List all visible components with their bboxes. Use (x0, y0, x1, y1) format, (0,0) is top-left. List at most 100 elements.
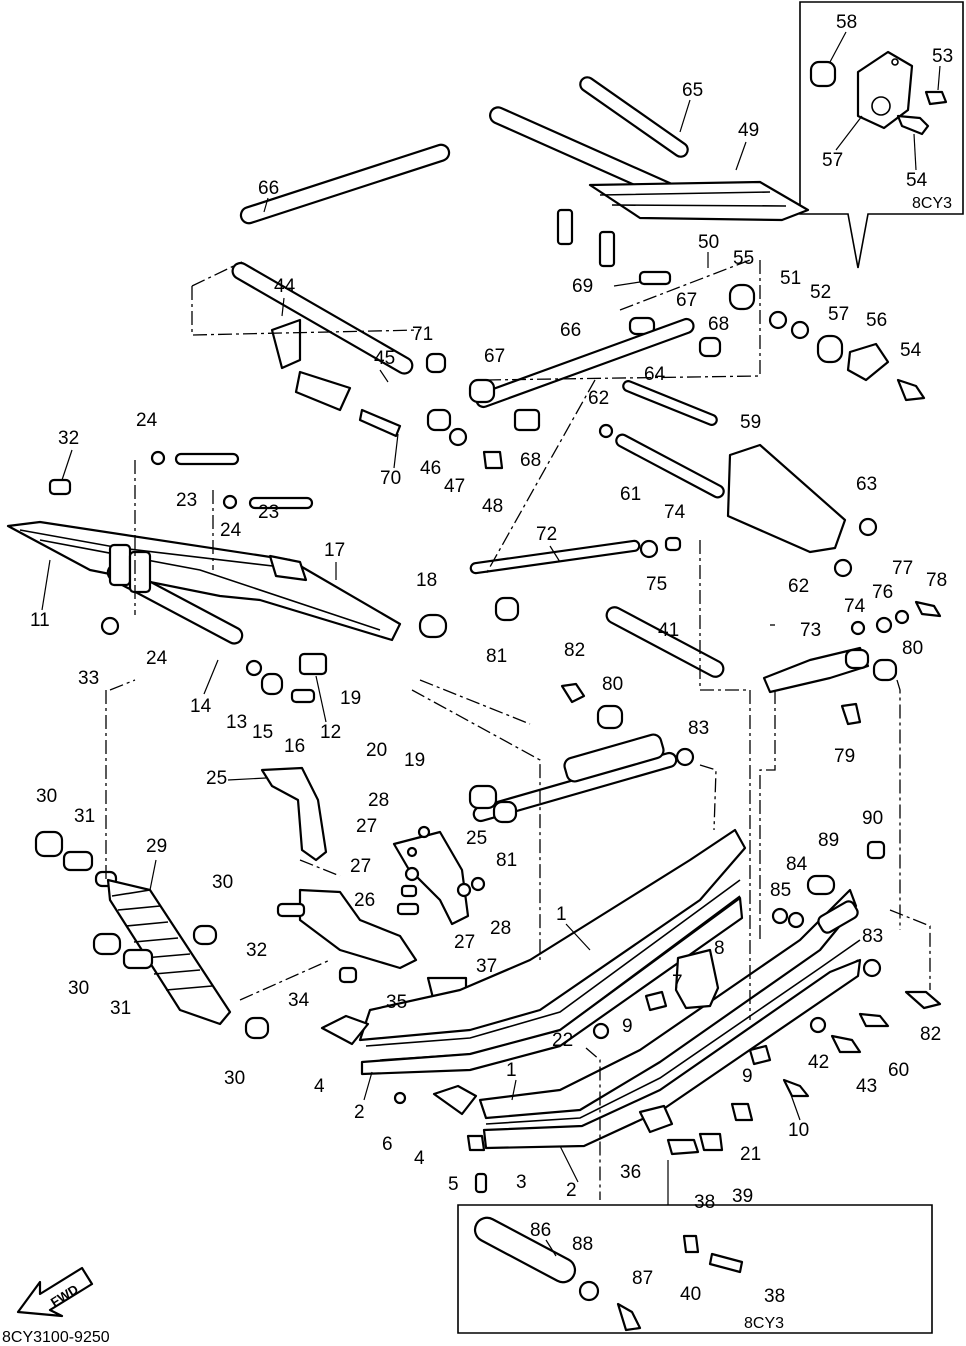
callout-83-b: 83 (862, 926, 883, 947)
callout-57-b: 57 (828, 304, 849, 325)
callout-32-b: 32 (246, 940, 267, 961)
callout-28: 28 (368, 790, 389, 811)
callout-1: 1 (556, 904, 567, 925)
callout-56: 56 (866, 310, 887, 331)
callout-68-b: 68 (520, 450, 541, 471)
callout-67-b: 67 (484, 346, 505, 367)
callout-34: 34 (288, 990, 310, 1011)
callout-4-b: 4 (414, 1148, 425, 1169)
callout-52: 52 (810, 282, 831, 303)
rear-shock-assembly (468, 606, 725, 824)
callout-35: 35 (386, 992, 407, 1013)
callout-10: 10 (788, 1120, 809, 1141)
callout-7: 7 (672, 972, 683, 993)
callout-51: 51 (780, 268, 801, 289)
callout-23-b: 23 (258, 502, 279, 523)
callout-37: 37 (476, 956, 497, 977)
callout-19: 19 (340, 688, 361, 709)
callout-29: 29 (146, 836, 167, 857)
callout-19-b: 19 (404, 750, 425, 771)
callout-32: 32 (58, 428, 79, 449)
slide-rail-lower (478, 888, 862, 1150)
callout-66: 66 (258, 178, 279, 199)
callout-75: 75 (646, 574, 667, 595)
callout-60: 60 (888, 1060, 909, 1081)
callout-30-b: 30 (212, 872, 233, 893)
callout-45: 45 (374, 348, 395, 369)
callout-62: 62 (588, 388, 609, 409)
callout-71: 71 (412, 324, 433, 345)
inset-bottom (457, 1160, 933, 1334)
callout-2-b: 2 (566, 1180, 577, 1201)
callout-20: 20 (366, 740, 387, 761)
callout-9: 9 (622, 1016, 633, 1037)
callout-76: 76 (872, 582, 893, 603)
callout-83: 83 (688, 718, 709, 739)
callout-15: 15 (252, 722, 273, 743)
callout-8: 8 (714, 938, 725, 959)
callout-36: 36 (620, 1162, 641, 1183)
callout-43: 43 (856, 1076, 877, 1097)
callout-62-b: 62 (788, 576, 809, 597)
callout-80: 80 (902, 638, 923, 659)
callout-22: 22 (552, 1030, 573, 1051)
right-arm-parts (469, 536, 942, 726)
callout-78: 78 (926, 570, 947, 591)
callout-49: 49 (738, 120, 759, 141)
callout-69: 69 (572, 276, 593, 297)
callout-39: 39 (732, 1186, 753, 1207)
callout-33: 33 (78, 668, 99, 689)
callout-44: 44 (274, 276, 296, 297)
callout-82-b: 82 (920, 1024, 941, 1045)
callout-42: 42 (808, 1052, 829, 1073)
callout-68: 68 (708, 314, 729, 335)
callout-2: 2 (354, 1102, 365, 1123)
callout-24: 24 (136, 410, 158, 431)
callout-85: 85 (770, 880, 791, 901)
callout-28-b: 28 (490, 918, 511, 939)
inset-top-right (799, 1, 964, 269)
inset-code-bottom: 8CY3 (744, 1315, 784, 1332)
callout-30-c: 30 (68, 978, 89, 999)
callout-66-b: 66 (560, 320, 581, 341)
callout-54-b: 54 (900, 340, 922, 361)
front-arm-assembly (231, 143, 504, 470)
callout-24-b: 24 (220, 520, 242, 541)
callout-17: 17 (324, 540, 345, 561)
callout-77: 77 (892, 558, 913, 579)
callout-11: 11 (30, 610, 50, 631)
callout-12: 12 (320, 722, 341, 743)
callout-40: 40 (680, 1284, 701, 1305)
callout-31: 31 (74, 806, 95, 827)
drawing-code: 8CY3100-9250 (2, 1329, 110, 1346)
callout-numbers: 58 53 57 54 65 49 66 50 55 51 52 69 67 4… (30, 12, 953, 1307)
callout-64: 64 (644, 364, 666, 385)
callout-13: 13 (226, 712, 247, 733)
callout-25: 25 (206, 768, 227, 789)
callout-73: 73 (800, 620, 821, 641)
callout-59: 59 (740, 412, 761, 433)
callout-86: 86 (530, 1220, 551, 1241)
callout-16: 16 (284, 736, 305, 757)
callout-72: 72 (536, 524, 557, 545)
callout-41: 41 (658, 620, 679, 641)
callout-53: 53 (932, 46, 953, 67)
callout-18: 18 (416, 570, 437, 591)
callout-57: 57 (822, 150, 843, 171)
callout-25-b: 25 (466, 828, 487, 849)
callout-80-b: 80 (602, 674, 623, 695)
front-suspension-arm (6, 450, 448, 704)
callout-79: 79 (834, 746, 855, 767)
leader-lines (41, 31, 941, 1257)
rail-small-parts (320, 840, 942, 1194)
callout-87: 87 (632, 1268, 653, 1289)
callout-67: 67 (676, 290, 697, 311)
callout-30-d: 30 (224, 1068, 245, 1089)
callout-3: 3 (516, 1172, 527, 1193)
callout-90: 90 (862, 808, 883, 829)
reference-lines (105, 259, 931, 1200)
callout-6: 6 (382, 1134, 393, 1155)
callout-24-c: 24 (146, 648, 168, 669)
inset-side-parts (768, 310, 926, 402)
